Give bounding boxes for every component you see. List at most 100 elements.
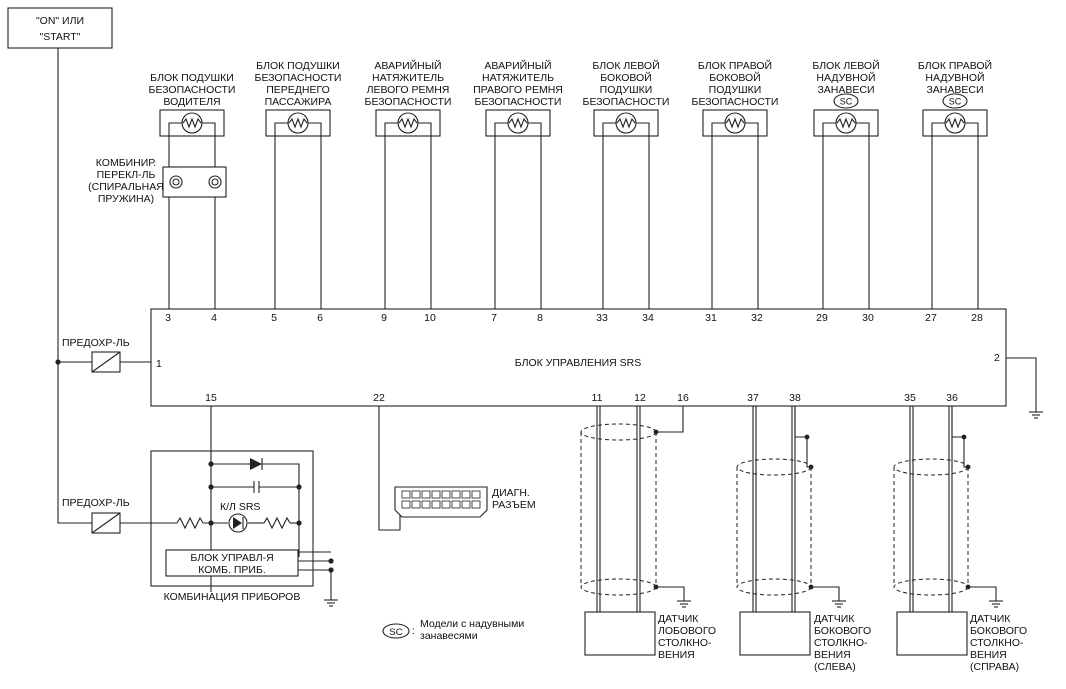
crash-sensor-3-label-line3: СТОЛКНО- xyxy=(970,637,1024,649)
crash-sensor-1-label-line4: ВЕНИЯ xyxy=(658,649,695,661)
fuse-2-label: ПРЕДОХР-ЛЬ xyxy=(62,497,130,509)
power-feed-wire xyxy=(55,48,92,524)
ignition-switch-box: "ON" ИЛИ "START" xyxy=(7,7,113,49)
module-6-label-line4: БЕЗОПАСНОСТИ xyxy=(692,96,779,108)
fuse-1: ПРЕДОХР-ЛЬ xyxy=(62,337,151,373)
srs-pin-1: 1 xyxy=(156,358,162,370)
pin-15: 15 xyxy=(205,392,217,404)
module-2-pin-a: 5 xyxy=(271,312,277,324)
spiral-cable: КОМБИНИР. ПЕРЕКЛ-ЛЬ (СПИРАЛЬНАЯ ПРУЖИНА) xyxy=(88,157,227,205)
module-3-label-line3: ЛЕВОГО РЕМНЯ xyxy=(367,84,450,96)
module-8-pin-b: 28 xyxy=(971,312,983,324)
pin-12: 12 xyxy=(634,392,646,404)
pin-16: 16 xyxy=(677,392,689,404)
crash-sensor-3-label-line1: ДАТЧИК xyxy=(970,613,1011,625)
diag-label-line2: РАЗЪЕМ xyxy=(492,499,536,511)
legend-colon: : xyxy=(412,625,415,637)
pin-22: 22 xyxy=(373,392,385,404)
ignition-label-line2: "START" xyxy=(40,31,81,43)
diag-label-line1: ДИАГН. xyxy=(492,487,530,499)
fuse-2: ПРЕДОХР-ЛЬ xyxy=(62,497,130,534)
crash-sensors: ДАТЧИКЛОБОВОГОСТОЛКНО-ВЕНИЯДАТЧИКБОКОВОГ… xyxy=(580,406,1027,673)
module-8-sc-badge: SC xyxy=(949,97,962,107)
srs-control-unit: БЛОК УПРАВЛЕНИЯ SRS 1 2 xyxy=(150,308,1007,407)
combination-meter: К/Л SRS БЛОК УПРАВЛ-Я КОМБ. ПРИБ. КОМБИН… xyxy=(120,406,338,607)
module-2-label-line4: ПАССАЖИРА xyxy=(265,96,332,108)
crash-sensor-1-label-line1: ДАТЧИК xyxy=(658,613,699,625)
spiral-label-line4: ПРУЖИНА) xyxy=(98,193,154,205)
module-4-label-line1: АВАРИЙНЫЙ xyxy=(484,59,551,72)
legend-line1: Модели с надувными xyxy=(420,618,524,630)
spiral-label-line3: (СПИРАЛЬНАЯ xyxy=(88,181,164,193)
module-4-label-line2: НАТЯЖИТЕЛЬ xyxy=(482,72,554,84)
sc-badge-icon xyxy=(382,623,410,639)
module-7-label-line1: БЛОК ЛЕВОЙ xyxy=(812,59,879,72)
crash-sensor-3-body xyxy=(896,611,968,656)
legend-badge-text: SC xyxy=(389,627,402,638)
crash-sensor-2-body xyxy=(739,611,811,656)
module-8-label-line3: ЗАНАВЕСИ xyxy=(926,84,983,96)
module-6-label-line3: ПОДУШКИ xyxy=(709,84,762,96)
module-8-pin-a: 27 xyxy=(925,312,937,324)
meter-control-label-line2: КОМБ. ПРИБ. xyxy=(198,564,266,576)
diagnostic-connector: ДИАГН. РАЗЪЕМ xyxy=(378,406,536,531)
module-5-pin-b: 34 xyxy=(642,312,654,324)
sc-badge-icon xyxy=(833,93,859,109)
spiral-label-line1: КОМБИНИР. xyxy=(96,157,156,169)
crash-sensor-2-label-line2: БОКОВОГО xyxy=(814,625,871,637)
srs-warning-lamp-icon xyxy=(228,513,248,533)
meter-control-label-line1: БЛОК УПРАВЛ-Я xyxy=(190,552,273,564)
module-1-pin-b: 4 xyxy=(211,312,217,324)
combination-meter-title: КОМБИНАЦИЯ ПРИБОРОВ xyxy=(164,591,301,603)
crash-sensor-1-label-line2: ЛОБОВОГО xyxy=(658,625,716,637)
pin-37: 37 xyxy=(747,392,759,404)
module-5-pin-a: 33 xyxy=(596,312,608,324)
module-3-label-line2: НАТЯЖИТЕЛЬ xyxy=(372,72,444,84)
pin-36: 36 xyxy=(946,392,958,404)
module-5-label-line2: БОКОВОЙ xyxy=(600,71,651,84)
module-2: БЛОК ПОДУШКИБЕЗОПАСНОСТИПЕРЕДНЕГОПАССАЖИ… xyxy=(255,60,342,324)
module-6-label-line2: БОКОВОЙ xyxy=(709,71,760,84)
crash-sensor-2-label-line1: ДАТЧИК xyxy=(814,613,855,625)
module-1-pin-a: 3 xyxy=(165,312,171,324)
crash-sensor-2-label-line3: СТОЛКНО- xyxy=(814,637,868,649)
crash-sensor-1-body xyxy=(584,611,656,656)
crash-sensor-2-label-line4: ВЕНИЯ xyxy=(814,649,851,661)
module-5-label-line3: ПОДУШКИ xyxy=(600,84,653,96)
module-8-label-line1: БЛОК ПРАВОЙ xyxy=(918,59,992,72)
crash-sensor-1-label-line3: СТОЛКНО- xyxy=(658,637,712,649)
module-6-pin-b: 32 xyxy=(751,312,763,324)
module-1-label-line2: БЕЗОПАСНОСТИ xyxy=(149,84,236,96)
module-5-label-line4: БЕЗОПАСНОСТИ xyxy=(583,96,670,108)
module-3-label-line4: БЕЗОПАСНОСТИ xyxy=(365,96,452,108)
fuse-1-label: ПРЕДОХР-ЛЬ xyxy=(62,337,130,349)
module-4-pin-b: 8 xyxy=(537,312,543,324)
module-6-pin-a: 31 xyxy=(705,312,717,324)
module-7-pin-b: 30 xyxy=(862,312,874,324)
resistor-icon xyxy=(176,516,204,530)
pin-38: 38 xyxy=(789,392,801,404)
module-4-label-line3: ПРАВОГО РЕМНЯ xyxy=(473,84,563,96)
module-7-sc-badge: SC xyxy=(840,97,853,107)
crash-sensor-3-label-line2: БОКОВОГО xyxy=(970,625,1027,637)
diode-icon xyxy=(250,458,262,470)
srs-pin-2: 2 xyxy=(994,352,1000,364)
module-1-label-line3: ВОДИТЕЛЯ xyxy=(163,96,220,108)
module-4-label-line4: БЕЗОПАСНОСТИ xyxy=(475,96,562,108)
srs-ground xyxy=(1006,357,1043,419)
module-5-label-line1: БЛОК ЛЕВОЙ xyxy=(592,59,659,72)
sc-badge-icon xyxy=(942,93,968,109)
pin-35: 35 xyxy=(904,392,916,404)
module-4-pin-a: 7 xyxy=(491,312,497,324)
module-7-label-line3: ЗАНАВЕСИ xyxy=(817,84,874,96)
crash-sensor-2-label-line5: (СЛЕВА) xyxy=(814,661,856,673)
